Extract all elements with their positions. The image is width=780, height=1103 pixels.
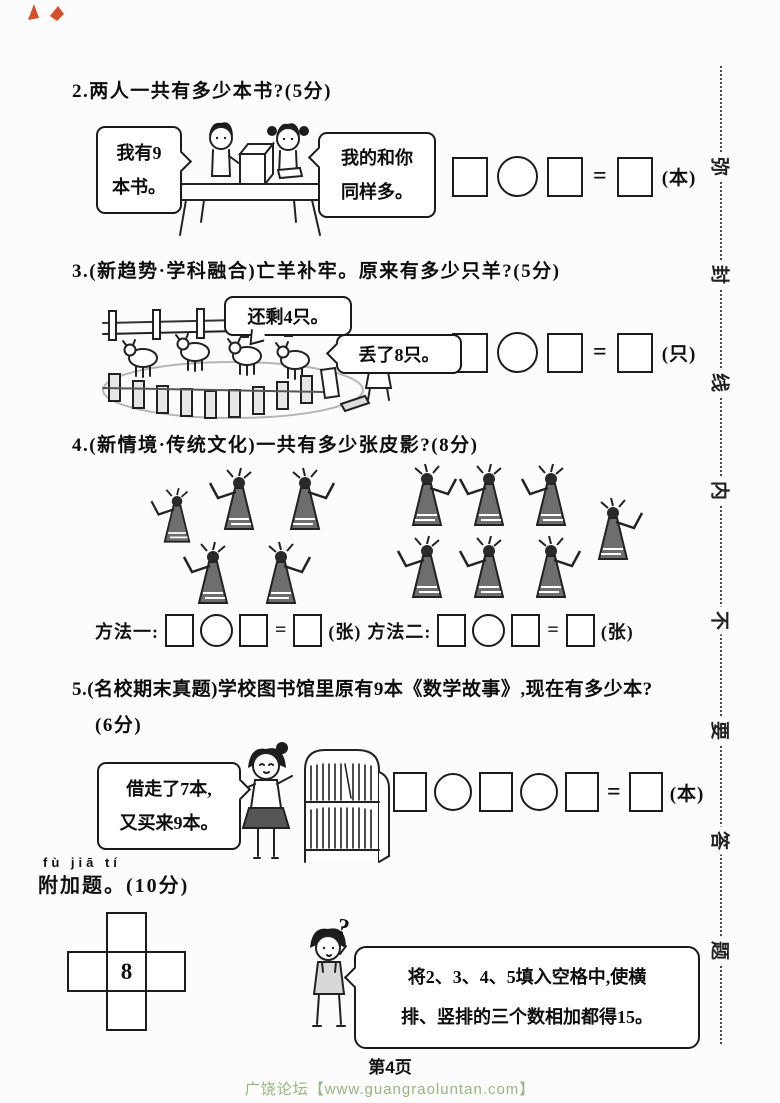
q2-title: 2.两人一共有多少本书?(5分) (72, 81, 332, 102)
q5-speech-bubble: 借走了7本, 又买来9本。 (97, 762, 252, 851)
q5-bookshelf-illustration (295, 742, 395, 868)
shadow-puppet-icon (535, 534, 582, 599)
q5-title-line2: (6分) (95, 715, 143, 736)
bubble-text: 将2、3、4、5填入空格中,使横 (407, 967, 647, 987)
grid-blank-cell[interactable] (106, 990, 147, 1031)
operator-circle[interactable] (497, 332, 538, 373)
seal-char: 内 (700, 476, 742, 505)
q3-speech-bubble-right: 丢了8只。 (325, 334, 462, 374)
bubble-text: 我有9 (116, 143, 162, 163)
grid-blank-cell[interactable] (67, 951, 108, 992)
red-corner-marks (28, 4, 64, 21)
grid-blank-cell[interactable] (145, 951, 186, 992)
bonus-pinyin: fù jiā tí (43, 855, 121, 870)
shadow-puppet-icon (411, 462, 458, 527)
method1-label: 方法一: (95, 621, 159, 642)
q5-equation: = (本) (393, 772, 704, 812)
operator-circle[interactable] (472, 614, 506, 647)
page-number: 第4页 (368, 1058, 412, 1077)
answer-box[interactable] (452, 156, 488, 197)
q2-speech-bubble-right: 我的和你 同样多。 (307, 132, 436, 219)
answer-box[interactable] (628, 772, 663, 812)
bubble-text: 同样多。 (341, 182, 413, 203)
bubble-text: 借走了7本, (126, 779, 212, 799)
q4-puppet-group-right (396, 462, 678, 606)
shadow-puppet-icon (182, 540, 229, 605)
q5-title-line1: 5.(名校期末真题)学校图书馆里原有9本《数学故事》,现在有多少本? (72, 679, 653, 700)
answer-box[interactable] (565, 614, 595, 647)
answer-box[interactable] (239, 614, 268, 647)
operator-circle[interactable] (497, 156, 538, 197)
shadow-puppet-icon (396, 534, 443, 599)
shadow-puppet-icon (265, 540, 312, 605)
answer-box[interactable] (547, 156, 583, 197)
unit-label: (本) (669, 783, 705, 805)
watermark: 广饶论坛【www.guangraoluntan.com】 (244, 1081, 536, 1098)
bonus-instruction-bubble: 将2、3、4、5填入空格中,使横 排、竖排的三个数相加都得15。 (343, 946, 700, 1050)
answer-box[interactable] (437, 614, 467, 647)
unit-label: (张) (328, 621, 362, 642)
equals-sign: = (593, 339, 607, 365)
seal-char: 不 (700, 606, 742, 635)
bubble-text: 本书。 (112, 177, 166, 198)
answer-box[interactable] (511, 614, 541, 647)
equals-sign: = (607, 778, 621, 805)
answer-box[interactable] (293, 614, 323, 647)
shadow-puppet-icon (458, 534, 505, 599)
answer-box[interactable] (616, 156, 653, 197)
seal-char: 弥 (700, 152, 742, 181)
seal-char: 要 (700, 716, 742, 745)
bubble-text: 我的和你 (341, 148, 413, 168)
bubble-text: 又买来9本。 (119, 813, 219, 834)
unit-label: (本) (661, 168, 697, 189)
equals-sign: = (547, 619, 559, 641)
q4-puppet-group-left (146, 466, 354, 610)
q2-equation: = (本) (452, 156, 696, 197)
answer-box[interactable] (479, 772, 513, 812)
shadow-puppet-icon (458, 462, 505, 527)
bubble-text: 丢了8只。 (358, 345, 440, 365)
seal-char: 封 (700, 260, 742, 289)
q3-speech-bubble-top: 还剩4只。 (224, 296, 352, 346)
q4-title: 4.(新情境·传统文化)一共有多少张皮影?(8分) (72, 435, 479, 456)
q2-speech-bubble-left: 我有9 本书。 (96, 126, 193, 215)
answer-box[interactable] (393, 772, 427, 812)
grid-blank-cell[interactable] (106, 912, 147, 953)
bubble-text: 排、竖排的三个数相加都得15。 (401, 1006, 653, 1027)
bonus-boy-illustration (296, 920, 358, 1042)
shadow-puppet-icon (208, 466, 255, 531)
unit-label: (张) (600, 621, 634, 642)
shadow-puppet-icon (520, 462, 567, 527)
bubble-text: 还剩4只。 (247, 307, 329, 327)
q5-girl-illustration (228, 738, 300, 870)
operator-circle[interactable] (520, 773, 558, 811)
grid-center-cell: 8 (106, 951, 147, 992)
method2-label: 方法二: (367, 621, 432, 642)
bonus-title: 附加题。(10分) (38, 875, 190, 897)
answer-box[interactable] (547, 332, 583, 373)
equals-sign: = (593, 163, 607, 189)
shadow-puppet-icon (597, 496, 644, 561)
seal-dotted-line (720, 66, 722, 1044)
operator-circle[interactable] (200, 614, 233, 647)
seal-char: 题 (700, 936, 742, 965)
answer-box[interactable] (616, 332, 653, 373)
answer-box[interactable] (165, 614, 194, 647)
answer-box[interactable] (565, 772, 599, 812)
equals-sign: = (275, 619, 287, 641)
q3-title: 3.(新趋势·学科融合)亡羊补牢。原来有多少只羊?(5分) (72, 261, 561, 282)
seal-char: 答 (700, 826, 742, 855)
q3-equation: = (只) (452, 332, 696, 373)
bonus-cross-grid: 8 (67, 912, 186, 1031)
shadow-puppet-icon (289, 466, 336, 531)
operator-circle[interactable] (434, 773, 472, 811)
q4-methods-row: 方法一: = (张) 方法二: = (张) (95, 614, 634, 647)
seal-char: 线 (700, 368, 742, 397)
unit-label: (只) (661, 344, 697, 365)
